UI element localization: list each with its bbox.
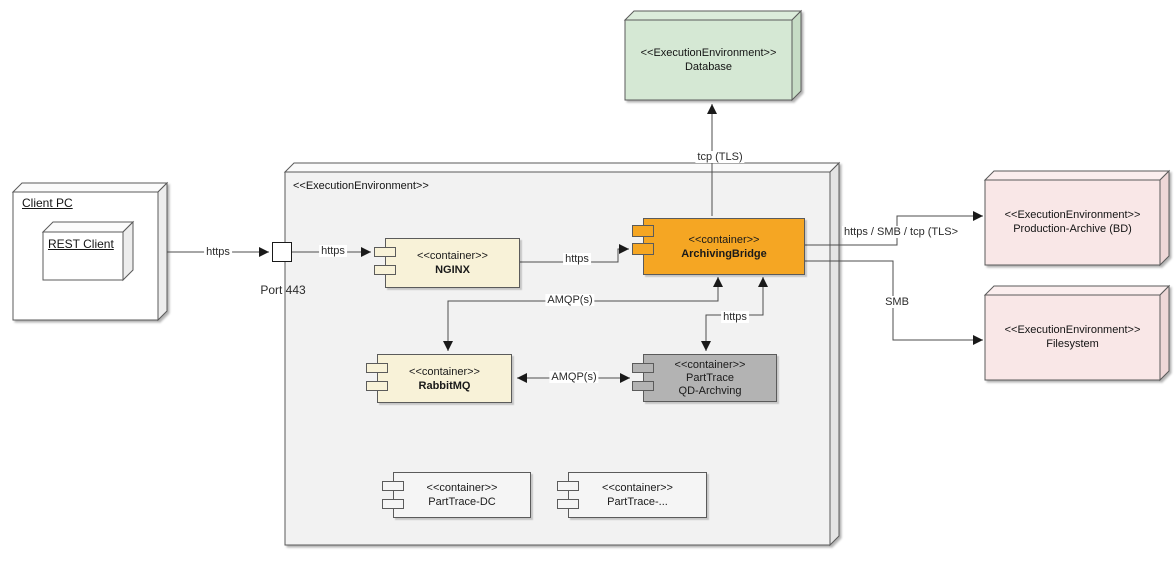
component-tab-icon [557,481,579,491]
archiving-bridge-container: <<container>> ArchivingBridge [632,218,805,275]
component-tab-icon [557,499,579,509]
edge-label-client-https: https [204,246,232,258]
component-tab-icon [632,363,654,373]
edge-label-tcp-tls: tcp (TLS) [695,151,745,163]
component-tab-icon [632,225,654,237]
port-443-label: Port 443 [260,283,306,297]
port-443-square [272,242,292,262]
component-tab-icon [382,481,404,491]
edge-label-https-smb-tcp: https / SMB / tcp (TLS> [841,226,961,238]
component-tab-icon [632,381,654,391]
component-tab-icon [374,265,396,275]
rabbitmq-container: <<container>> RabbitMQ [366,354,512,403]
component-tab-icon [382,499,404,509]
client-pc-label: Client PC [22,196,73,210]
edge-label-amqp-rabbit: AMQP(s) [549,371,599,383]
main-env-stereotype: <<ExecutionEnvironment>> [293,180,429,192]
edge-label-port-https: https [319,245,347,257]
edge-label-smb: SMB [883,296,911,308]
component-tab-icon [366,381,388,391]
component-tab-icon [374,247,396,257]
filesystem-label: <<ExecutionEnvironment>> Filesystem [1004,324,1141,350]
component-tab-icon [366,363,388,373]
parttrace-qd-archiving-container: <<container>> PartTrace QD-Archving [632,354,777,402]
database-label: <<ExecutionEnvironment>> Database [640,47,777,73]
parttrace-dc-container: <<container>> PartTrace-DC [382,472,531,518]
nginx-container: <<container>> NGINX [374,238,520,288]
parttrace-more-container: <<container>> PartTrace-... [557,472,707,518]
rest-client-label: REST Client [48,237,114,251]
component-tab-icon [632,243,654,255]
production-archive-label: <<ExecutionEnvironment>> Production-Arch… [1004,209,1141,235]
edge-label-https-qd: https [721,311,749,323]
edge-label-nginx-https: https [563,253,591,265]
edge-label-amqp-bridge: AMQP(s) [545,294,595,306]
